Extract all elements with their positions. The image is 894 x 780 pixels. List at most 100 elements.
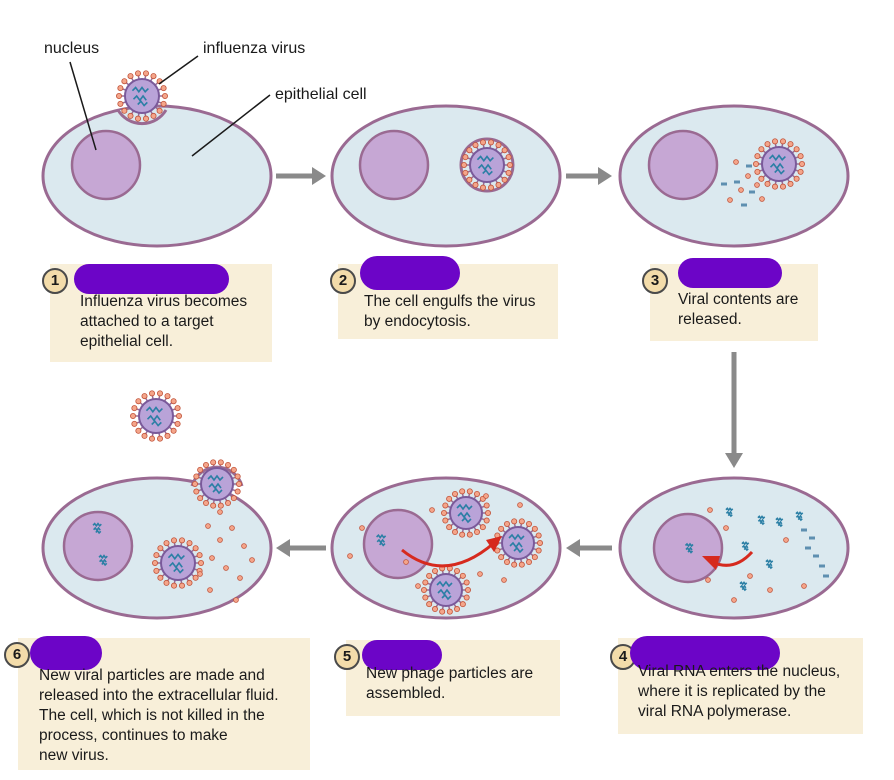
- virus-step1-spike-tip-0: [161, 93, 168, 100]
- step-3-text: Viral contents are released.: [678, 291, 799, 328]
- virus-step5-b-spike-tip-11: [498, 525, 505, 532]
- virus-step6-budding-spike-tip-9: [191, 480, 198, 487]
- virus-step6-inside-spike-tip-4: [178, 582, 185, 589]
- virus-step5-c-spike-tip-11: [426, 572, 433, 579]
- virus-step6-budding-spike-tip-5: [210, 502, 217, 509]
- red-arrow-step4-head: [702, 556, 720, 570]
- step4-arc-3: [823, 574, 829, 578]
- virus-step3-spike-tip-13: [772, 138, 779, 145]
- virus-step6-budding-spike-tip-7: [197, 495, 204, 502]
- virus-step3-spike-tip-15: [787, 141, 794, 148]
- step4-arc-4: [801, 528, 807, 532]
- virus-step5-b-spike-tip-13: [511, 518, 518, 525]
- step5-dot-7: [483, 493, 489, 499]
- step5-dot-1: [347, 553, 353, 559]
- step6-dot-11: [197, 571, 203, 577]
- virus-step5-c-envelope: [429, 573, 463, 607]
- virus-step6-released-spike-tip-3: [164, 432, 171, 439]
- virus-step3-spike-tip-16: [793, 146, 800, 153]
- virus-step6-inside-spike-tip-17: [196, 552, 203, 559]
- red-arrow-step5: [401, 541, 495, 568]
- step4-arc-0: [805, 546, 811, 550]
- virus-step1-spike-tip-9: [116, 93, 123, 100]
- virus-step5-c-spike-tip-17: [463, 579, 470, 586]
- step3-dot-0: [733, 159, 739, 165]
- step3-dot-3: [727, 197, 733, 203]
- virus-step5-a-spike-tip-15: [473, 490, 480, 497]
- virus-step6-released-spike-tip-4: [156, 435, 163, 442]
- virus-step3-spike-tip-17: [797, 153, 804, 160]
- step4-dot-7: [783, 537, 789, 543]
- virus-step3-envelope: [761, 146, 797, 182]
- virus-step1-spike-tip-12: [127, 73, 134, 80]
- virus-step6-budding-spike-tip-13: [210, 459, 217, 466]
- step-6-redaction: [30, 636, 102, 670]
- virus-step1-spike-tip-8: [117, 100, 124, 107]
- virus-step1-spike-tip-6: [127, 112, 134, 119]
- virus-step6-inside-spike-tip-7: [157, 574, 164, 581]
- virus-step6-budding-rna: [207, 474, 224, 495]
- step-3-badge: 3: [642, 268, 668, 294]
- virus-step6-released-spike-tip-11: [135, 398, 142, 405]
- virus-step6-released-spike-tip-2: [170, 427, 177, 434]
- virus-step5-b-spike-tip-16: [531, 525, 538, 532]
- virus-step6-inside-rna: [167, 553, 185, 574]
- step3-dash-2: [746, 164, 752, 168]
- step3-dash-1: [734, 180, 740, 184]
- virus-step5-b-spike-tip-3: [526, 559, 533, 566]
- virus-step6-released-spike-tip-16: [170, 398, 177, 405]
- virus-step2-spike-tip-17: [505, 154, 512, 161]
- virus-step3-rna: [768, 154, 786, 175]
- virus-step6-released-spike-tip-9: [129, 412, 136, 419]
- virus-step6-released-spike-tip-5: [149, 435, 156, 442]
- step5-nucleus-rna: [376, 533, 387, 547]
- cell-4: [618, 476, 850, 620]
- step5-dot-3: [415, 583, 421, 589]
- virus-step5-b: [492, 518, 544, 568]
- red-arrows: [401, 536, 754, 570]
- step4-arc-1: [813, 554, 819, 558]
- step4-dot-5: [731, 597, 737, 603]
- virus-step6-inside-spike-tip-16: [192, 545, 199, 552]
- step4-rna-3: [795, 511, 804, 522]
- virus-step2-spike-tip-9: [460, 161, 467, 168]
- virus-step6-budding-spike-tip-16: [230, 466, 237, 473]
- virus-step6-inside-spike-tip-13: [171, 537, 178, 544]
- virus-step5-b-spike-tip-14: [518, 518, 525, 525]
- virus-step3-spike-tip-6: [764, 180, 771, 187]
- virus-step5-b-spike-tip-0: [537, 540, 544, 547]
- virus-step6-released-envelope: [138, 398, 174, 434]
- step4-rna-1: [757, 515, 766, 526]
- virus-step3-spike-tip-7: [758, 175, 765, 182]
- step4-rna-6: [739, 581, 748, 592]
- virus-step3-spike-tip-11: [758, 146, 765, 153]
- virus-step5-c-spike-tip-6: [431, 606, 438, 613]
- arrow-step4-to-5-head: [566, 539, 580, 557]
- endosome-2: [459, 137, 515, 193]
- leader-lines: [69, 55, 271, 157]
- step5-dot-2: [403, 559, 409, 565]
- virus-step3-spike-tip-9: [753, 160, 760, 167]
- step4-dot-0: [707, 507, 713, 513]
- step4-arc-2: [819, 564, 825, 568]
- virus-step2: [460, 139, 513, 191]
- virus-step6-released-spike-tip-12: [141, 393, 148, 400]
- step3-dot-1: [745, 173, 751, 179]
- virus-step6-released: [129, 390, 182, 442]
- virus-step6-budding-spike-tip-4: [217, 502, 224, 509]
- step3-dot-4: [754, 182, 760, 188]
- virus-step5-a-spike-tip-8: [442, 517, 449, 524]
- virus-step5-c-spike-tip-8: [422, 594, 429, 601]
- virus-step3-spike-tip-14: [779, 138, 786, 145]
- virus-step5-a-spike-tip-11: [446, 495, 453, 502]
- virus-step2-rna: [476, 155, 494, 176]
- virus-step5-b-spike-tip-7: [498, 554, 505, 561]
- virus-step5-a-spike-tip-1: [483, 517, 490, 524]
- step6-dot-2: [229, 525, 235, 531]
- step4-dot-2: [705, 577, 711, 583]
- leader-nucleus: [69, 61, 97, 151]
- step-4-redaction: [630, 636, 780, 670]
- step6-dot-10: [217, 509, 223, 515]
